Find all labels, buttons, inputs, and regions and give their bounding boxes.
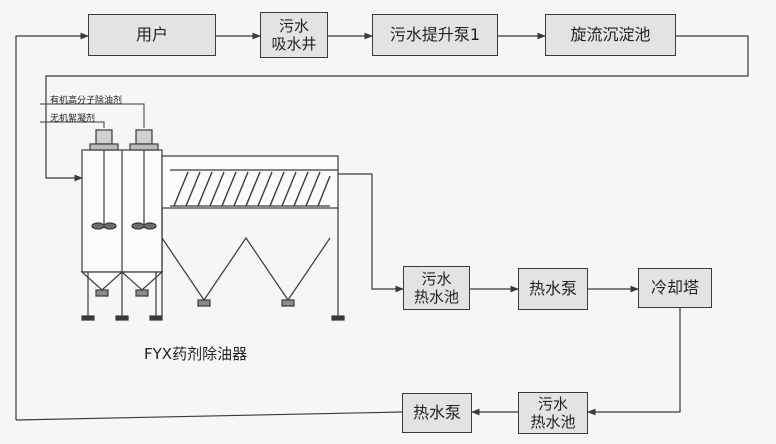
node-cooling-tower: 冷却塔	[638, 268, 712, 308]
feed-line-inorganic	[40, 121, 105, 128]
arrow-device-to-pool	[338, 173, 404, 293]
equipment-caption: FYX药剂除油器	[144, 345, 248, 363]
inclined-plate-pack	[173, 171, 331, 207]
arrow-tank-to-device	[45, 35, 749, 182]
node-hot-sewage-pool-2: 污水 热水池	[518, 392, 588, 434]
node-cyclone-tank: 旋流沉淀池	[545, 14, 676, 56]
node-hot-water-pump-2: 热水泵	[402, 393, 472, 433]
node-sewage-well: 污水 吸水井	[260, 12, 328, 58]
arrow-pump2-to-return	[15, 411, 403, 421]
node-user: 用户	[88, 14, 216, 56]
node-hot-sewage-pool-1: 污水 热水池	[403, 266, 470, 310]
arrow-tower-to-pool2	[587, 306, 681, 416]
return-line-to-user	[15, 32, 89, 420]
fyx-oil-remover-drawing	[80, 129, 345, 321]
label-organic-agent: 有机高分子除油剂	[50, 96, 123, 106]
feed-line-organic	[40, 103, 145, 128]
node-lift-pump: 污水提升泵1	[372, 14, 498, 56]
label-inorganic-agent: 无机絮凝剂	[50, 114, 96, 124]
node-hot-water-pump-1: 热水泵	[518, 268, 588, 310]
